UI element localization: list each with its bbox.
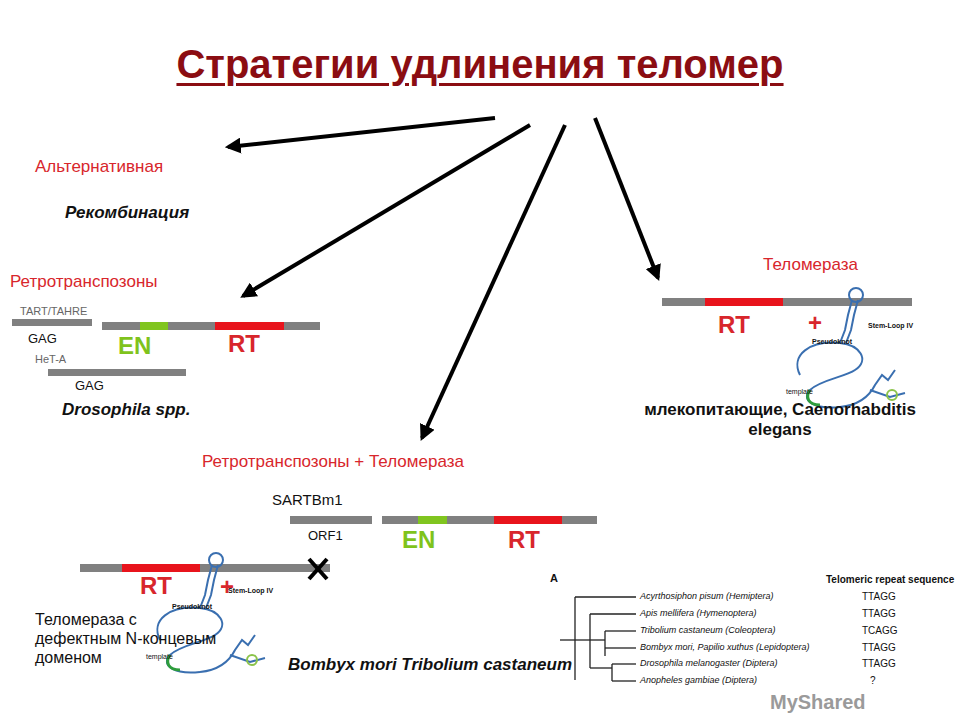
watermark: MyShared [770,690,866,714]
repeat-sequence: TTAGG [862,608,896,620]
repeat-sequence: ? [870,675,876,687]
species-name: Drosophila melanogaster (Diptera) [640,658,778,669]
rna-part: Pseudoknot [812,338,852,346]
organism-label: Drosophila spp. [62,400,190,420]
domain-name: RT [508,526,540,555]
species-name: Apis mellifera (Hymenoptera) [640,608,757,619]
rna-part: Stem-Loop IV [228,587,273,595]
organism-label: млекопитающие, Caenorhabditis elegans [630,400,930,441]
slide-title: Стратегии удлинения теломер [0,42,960,87]
species-name: Tribolium castaneum (Coleoptera) [640,625,775,636]
domain-name: EN [402,526,435,555]
column-header: Telomeric repeat sequence [826,574,954,586]
rna-part: Stem-Loop IV [868,322,913,330]
domain-name: RT [718,311,750,340]
element-name: SARTBm1 [272,491,343,509]
repeat-sequence: TCAGG [862,625,898,637]
strategy-label: Ретротранспозоны + Теломераза [202,452,464,472]
note-text: Теломераза с дефектным N-концевым домено… [35,610,225,668]
strategy-label: Альтернативная [35,157,163,177]
element-name: HeT-A [35,353,66,366]
rna-part: template [146,653,173,661]
domain-name: GAG [28,331,57,347]
species-name: Bombyx mori, Papilio xuthus (Lepidoptera… [640,642,810,653]
domain-name: EN [118,332,151,361]
repeat-sequence: TTAGG [862,642,896,654]
species-name: Acyrthosiphon pisum (Hemiptera) [640,591,774,602]
organism-label: Bombyx mori Tribolium castaneum [280,655,580,675]
strategy-label: Теломераза [763,255,858,275]
rna-part: template [786,388,813,396]
domain-name: ORF1 [308,528,343,544]
species-name: Anopheles gambiae (Diptera) [640,675,757,686]
repeat-sequence: TTAGG [862,591,896,603]
panel-letter: A [550,572,558,585]
domain-name: RT [140,572,172,601]
domain-name: RT [228,330,260,359]
rna-part: Pseudoknot [172,603,212,611]
domain-name: GAG [75,378,104,394]
strategy-label: Ретротранспозоны [10,272,158,292]
repeat-sequence: TTAGG [862,658,896,670]
plus-sign: + [808,309,822,338]
element-name: TART/TAHRE [20,305,87,318]
mechanism-label: Рекомбинация [65,203,189,223]
